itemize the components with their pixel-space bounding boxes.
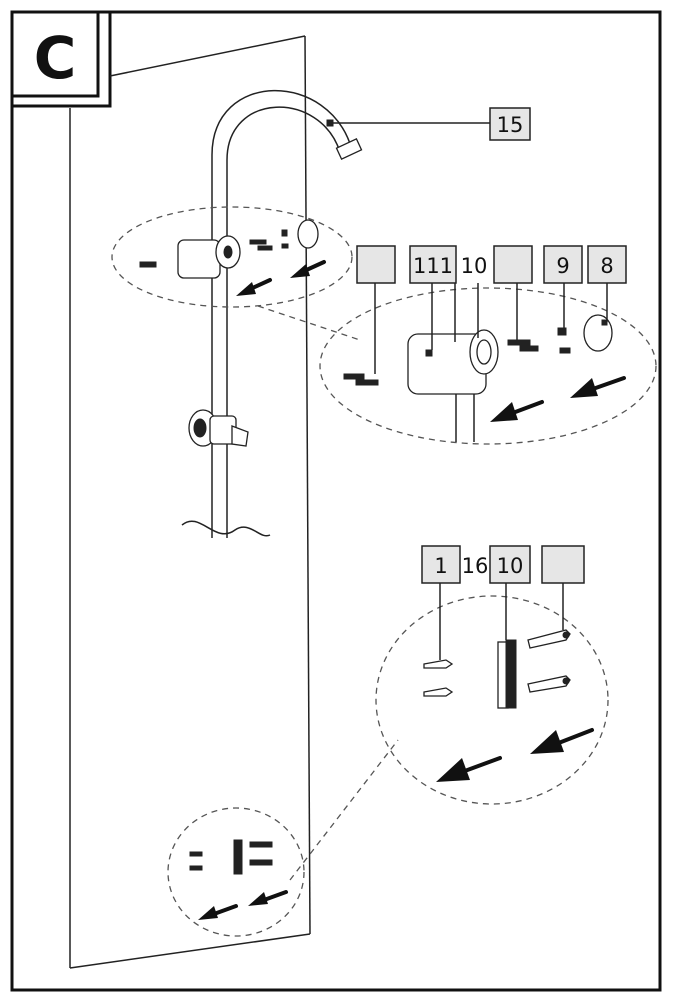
callout-blank-c bbox=[541, 545, 585, 584]
page-frame bbox=[10, 10, 662, 992]
svg-text:10: 10 bbox=[497, 554, 524, 578]
svg-text:111: 111 bbox=[413, 254, 453, 278]
callout-blank-b bbox=[493, 245, 533, 284]
svg-text:1: 1 bbox=[434, 554, 447, 578]
screw-icon bbox=[343, 327, 571, 386]
callout-111: 111 bbox=[409, 245, 457, 284]
arrow-down-left-icon bbox=[490, 376, 626, 422]
callout-1: 1 bbox=[421, 545, 461, 584]
callout-16: 16 bbox=[462, 554, 489, 578]
screw-icon bbox=[527, 629, 571, 693]
screw-icon bbox=[139, 229, 289, 268]
callout-8: 8 bbox=[587, 245, 627, 284]
svg-text:9: 9 bbox=[556, 254, 569, 278]
shower-rail bbox=[181, 89, 363, 538]
callout-10-upper: 10 bbox=[461, 254, 488, 278]
detail-bracket-upper bbox=[319, 283, 657, 445]
callout-blank-a bbox=[356, 245, 396, 284]
wall-plug-icon bbox=[423, 659, 454, 697]
upper-bracket-overview bbox=[111, 206, 353, 308]
detail-wall-fixing bbox=[375, 583, 609, 805]
step-badge: C bbox=[10, 10, 112, 108]
svg-text:8: 8 bbox=[600, 254, 613, 278]
wall-panel bbox=[69, 35, 311, 969]
hand-shower-holder bbox=[188, 409, 249, 447]
arrow-down-left-icon bbox=[198, 890, 288, 920]
lower-fixing-overview bbox=[167, 807, 305, 937]
rail-bracket bbox=[497, 639, 517, 709]
callout-10-lower: 10 bbox=[489, 545, 531, 584]
arrow-down-left-icon bbox=[236, 260, 326, 296]
callout-15: 15 bbox=[489, 107, 531, 141]
step-label: C bbox=[34, 24, 77, 92]
svg-text:15: 15 bbox=[497, 113, 524, 137]
callout-9: 9 bbox=[543, 245, 583, 284]
arrow-down-left-icon bbox=[436, 728, 594, 782]
